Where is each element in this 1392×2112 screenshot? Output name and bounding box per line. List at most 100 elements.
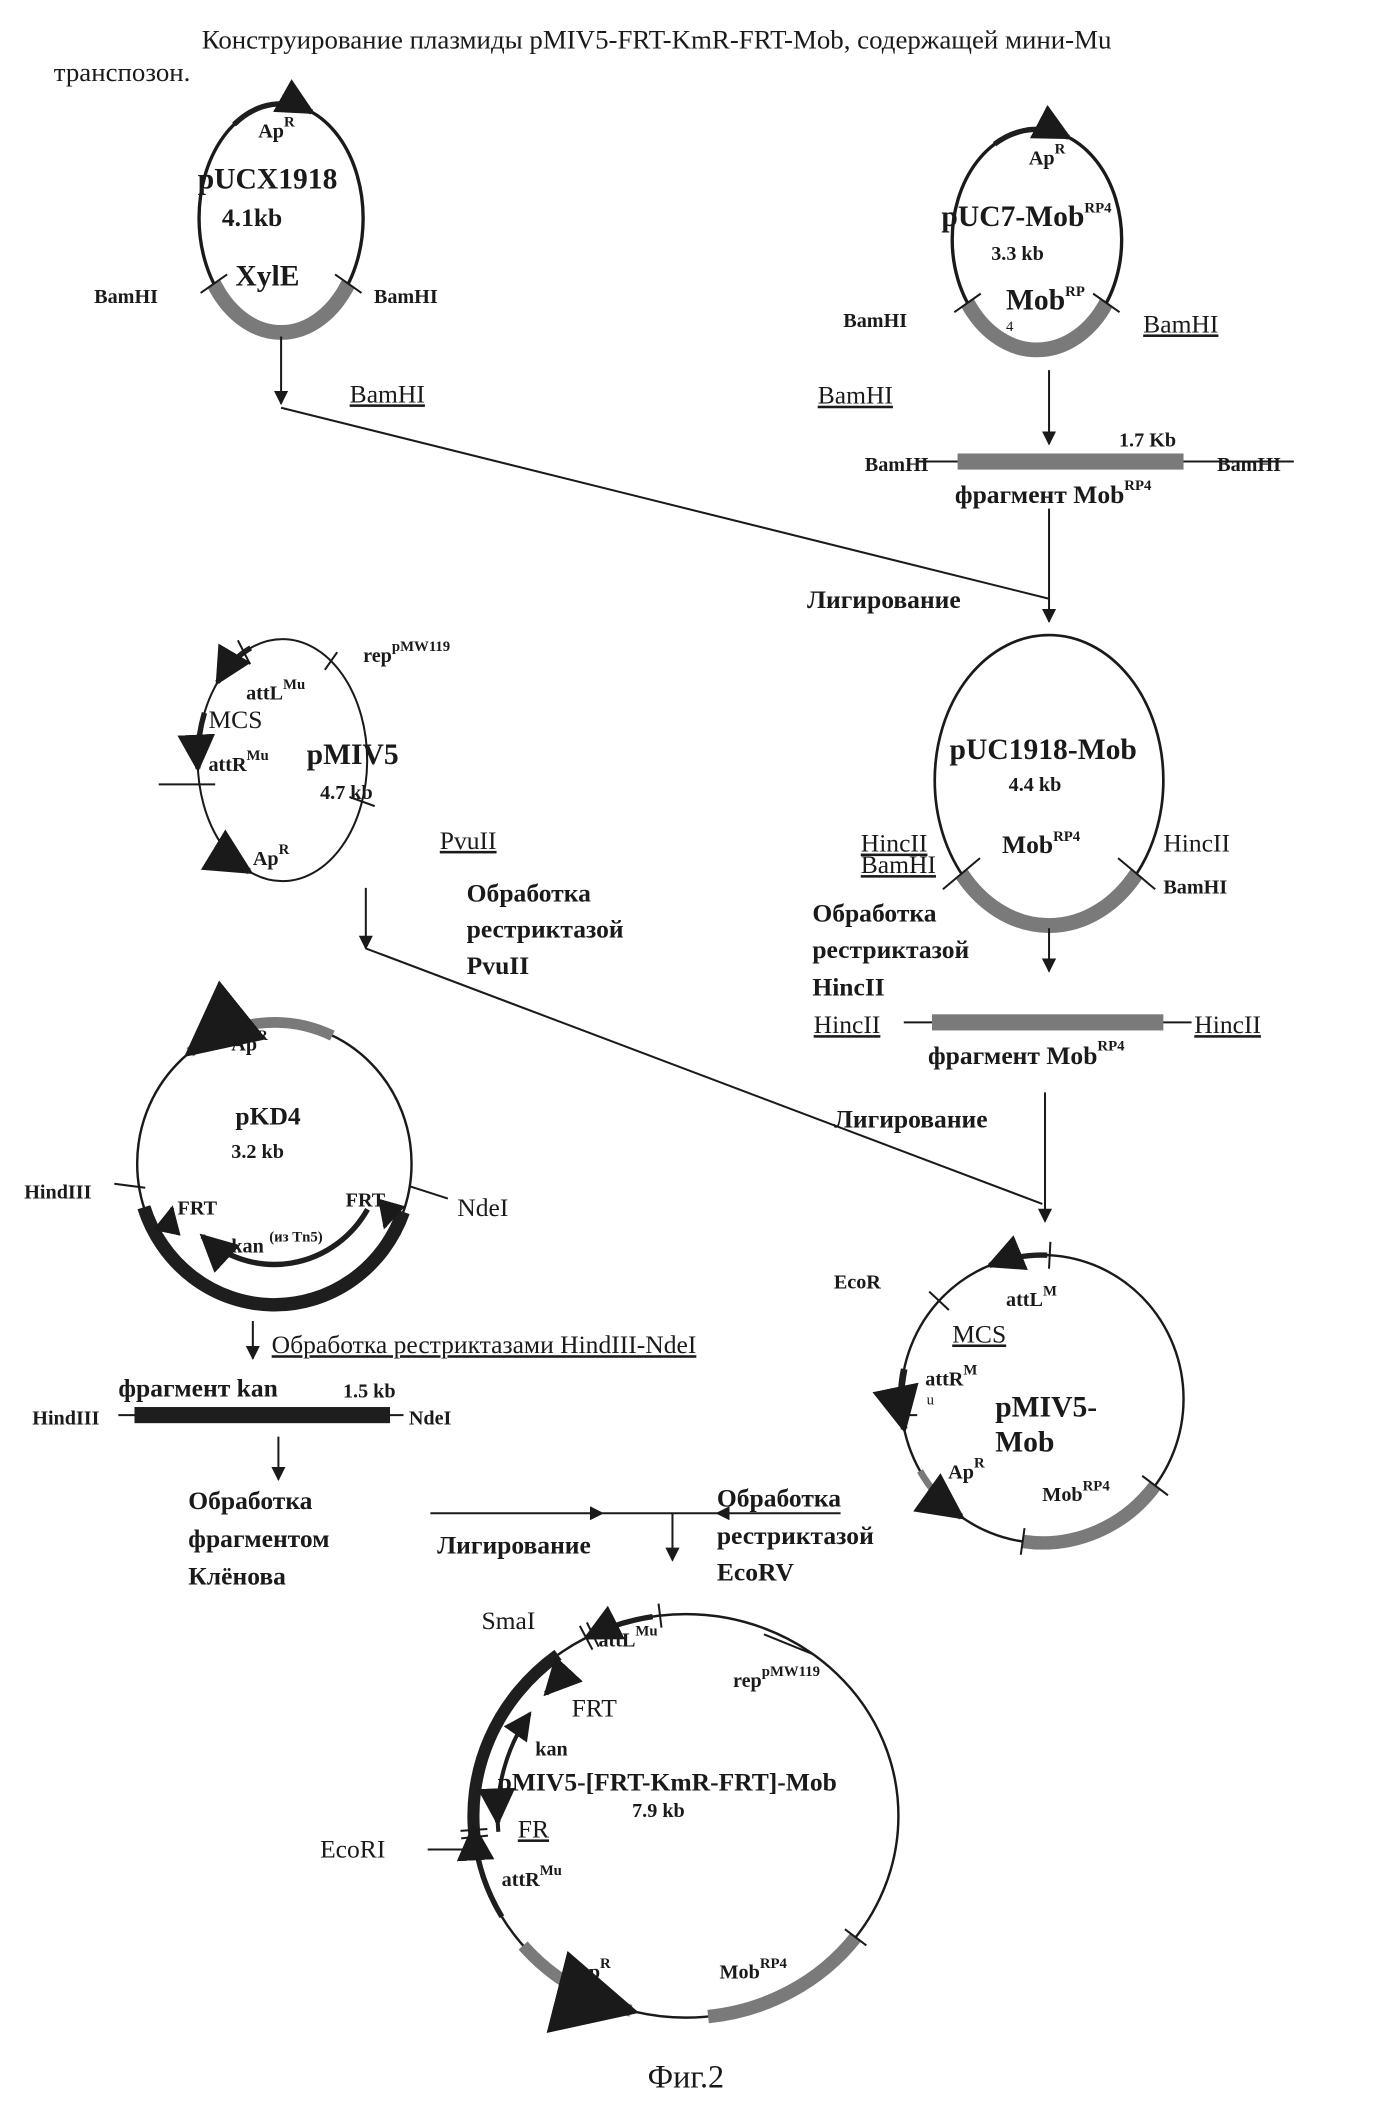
step-bamhi-right: BamHI bbox=[818, 381, 893, 410]
frag-mob-label: фрагмент MobRP4 bbox=[955, 478, 1152, 509]
pucx1918-name: pUCX1918 bbox=[198, 164, 338, 196]
puc1918mob-right2: BamHI bbox=[1163, 876, 1227, 898]
pmiv5mob-attr-sub: u bbox=[927, 1392, 935, 1408]
puc1918mob-mob-gene bbox=[961, 874, 1136, 926]
step-hincii-1: Обработка bbox=[812, 899, 936, 928]
ligation-2: Лигирование bbox=[834, 1104, 988, 1133]
connector-line bbox=[281, 408, 1049, 599]
figure-caption: Фиг.2 bbox=[648, 2059, 725, 2095]
ligation-3: Лигирование bbox=[437, 1531, 591, 1560]
final-smai: SmaI bbox=[481, 1606, 535, 1635]
frag-mob-right: BamHI bbox=[1217, 454, 1281, 476]
connector-line bbox=[366, 948, 1042, 1204]
puc7-site-right: BamHI bbox=[1143, 309, 1218, 338]
pmiv5mob-name-2: Mob bbox=[995, 1426, 1054, 1458]
puc1918mob-gene: MobRP4 bbox=[1002, 829, 1081, 859]
pmiv5mob-attr: attRM bbox=[925, 1363, 977, 1391]
frt-arrow bbox=[385, 1208, 390, 1227]
pucx1918-site-left: BamHI bbox=[94, 286, 158, 308]
step-klenow-3: Клёнова bbox=[188, 1562, 286, 1591]
frag-kan-size: 1.5 kb bbox=[343, 1381, 396, 1403]
frag-kan-right: NdeI bbox=[409, 1408, 452, 1430]
frag-hincii-label: фрагмент MobRP4 bbox=[928, 1039, 1125, 1070]
pmiv5-attr: attRMu bbox=[208, 748, 268, 776]
step-hindiii-ndei: Обработка рестриктазами HindIII-NdeI bbox=[272, 1330, 697, 1359]
final-size: 7.9 kb bbox=[632, 1800, 685, 1822]
pmiv5-name: pMIV5 bbox=[307, 739, 399, 771]
pmiv5-attl: attLMu bbox=[246, 677, 305, 705]
step-pvuii-3: PvuII bbox=[467, 951, 530, 980]
pkd4-size: 3.2 kb bbox=[231, 1141, 284, 1163]
pucx1918-apr: ApR bbox=[258, 115, 295, 143]
final-mob: MobRP4 bbox=[720, 1956, 788, 1984]
final-attr: attRMu bbox=[502, 1863, 562, 1891]
puc7-gene: MobRP bbox=[1006, 284, 1085, 316]
step-ecorv-1: Обработка bbox=[717, 1484, 841, 1513]
puc7-name: pUC7-MobRP4 bbox=[941, 201, 1112, 233]
pkd4-ndei-tick bbox=[410, 1186, 448, 1198]
final-fr: FR bbox=[518, 1814, 549, 1843]
ligation-1: Лигирование bbox=[807, 585, 961, 614]
pmiv5-apr-gene bbox=[234, 859, 249, 871]
step-ecorv-2: рестриктазой bbox=[717, 1521, 874, 1550]
pucx1918-site-right: BamHI bbox=[374, 286, 438, 308]
frag-kan-bar bbox=[134, 1407, 390, 1423]
puc1918mob-name: pUC1918-Mob bbox=[950, 734, 1137, 766]
pkd4-site-left: HindIII bbox=[24, 1182, 91, 1204]
step-hincii-2: рестриктазой bbox=[812, 935, 969, 964]
final-ecori: EcoRI bbox=[320, 1835, 385, 1864]
pmiv5-apr: ApR bbox=[253, 842, 290, 870]
pkd4-name: pKD4 bbox=[235, 1102, 301, 1131]
pkd4-site-right: NdeI bbox=[457, 1193, 508, 1222]
pmiv5mob-mcs: MCS bbox=[952, 1319, 1006, 1348]
pkd4-frt-right: FRT bbox=[346, 1190, 386, 1212]
puc1918mob-right1: HincII bbox=[1163, 829, 1230, 858]
puc7-gene-tail: 4 bbox=[1006, 319, 1014, 335]
frag-hincii-right: HincII bbox=[1194, 1010, 1261, 1039]
step-hincii-3: HincII bbox=[812, 972, 884, 1001]
puc7-size: 3.3 kb bbox=[991, 243, 1044, 265]
step-pvuii-1: Обработка bbox=[467, 878, 591, 907]
pmiv5mob-apr: ApR bbox=[948, 1456, 985, 1484]
step-ecorv-3: EcoRV bbox=[717, 1558, 795, 1587]
pmiv5mob-name-1: pMIV5- bbox=[995, 1391, 1097, 1423]
final-apr: ApR bbox=[574, 1956, 611, 1984]
frag-mob-size: 1.7 Kb bbox=[1119, 430, 1176, 452]
pmiv5-size: 4.7 kb bbox=[320, 782, 373, 804]
step-klenow-1: Обработка bbox=[188, 1486, 312, 1515]
step-bamhi-left: BamHI bbox=[350, 379, 425, 408]
pucx1918-size: 4.1kb bbox=[222, 203, 282, 232]
final-ecori-tick bbox=[461, 1829, 488, 1831]
pmiv5-mcs: MCS bbox=[208, 705, 262, 734]
pmiv5-attr-arrow bbox=[198, 713, 205, 769]
puc1918mob-size: 4.4 kb bbox=[1009, 774, 1062, 796]
pmiv5mob-attl-arrow bbox=[989, 1255, 1047, 1265]
frt-arrow bbox=[168, 1208, 172, 1227]
title-line1: Конструирование плазмиды pMIV5-FRT-KmR-F… bbox=[202, 25, 1112, 55]
frag-kan-label: фрагмент kan bbox=[118, 1373, 278, 1402]
step-pvuii-2: рестриктазой bbox=[467, 915, 624, 944]
pmiv5mob-mob: MobRP4 bbox=[1042, 1478, 1110, 1506]
final-ecori-tick bbox=[461, 1836, 488, 1839]
final-name: pMIV5-[FRT-KmR-FRT]-Mob bbox=[498, 1767, 837, 1796]
pkd4-kan: kan(из Tn5) bbox=[231, 1230, 322, 1258]
pkd4-hindiii-tick bbox=[114, 1184, 145, 1188]
puc7-apr: ApR bbox=[1029, 142, 1066, 170]
title-line2: транспозон. bbox=[54, 57, 191, 87]
frag-hincii-left: HincII bbox=[814, 1010, 881, 1039]
puc7-site-left: BamHI bbox=[843, 310, 907, 332]
pmiv5-rep: reppMW119 bbox=[363, 639, 450, 667]
step-klenow-2: фрагментом bbox=[188, 1524, 329, 1553]
pmiv5-site: PvuII bbox=[440, 826, 497, 855]
frag-mob-left: BamHI bbox=[865, 454, 929, 476]
puc1918mob-left2: BamHI bbox=[861, 850, 936, 879]
pmiv5mob-attr-arrow bbox=[901, 1369, 904, 1429]
pkd4-frt-left: FRT bbox=[178, 1198, 218, 1220]
pmiv5mob-tick bbox=[1049, 1242, 1050, 1269]
pmiv5-attl-arrow bbox=[218, 648, 251, 682]
pmiv5mob-attl: attLM bbox=[1006, 1283, 1057, 1311]
final-frt: FRT bbox=[572, 1693, 618, 1722]
pucx1918-gene: XylE bbox=[235, 260, 299, 292]
frag-kan-left: HindIII bbox=[32, 1408, 99, 1430]
